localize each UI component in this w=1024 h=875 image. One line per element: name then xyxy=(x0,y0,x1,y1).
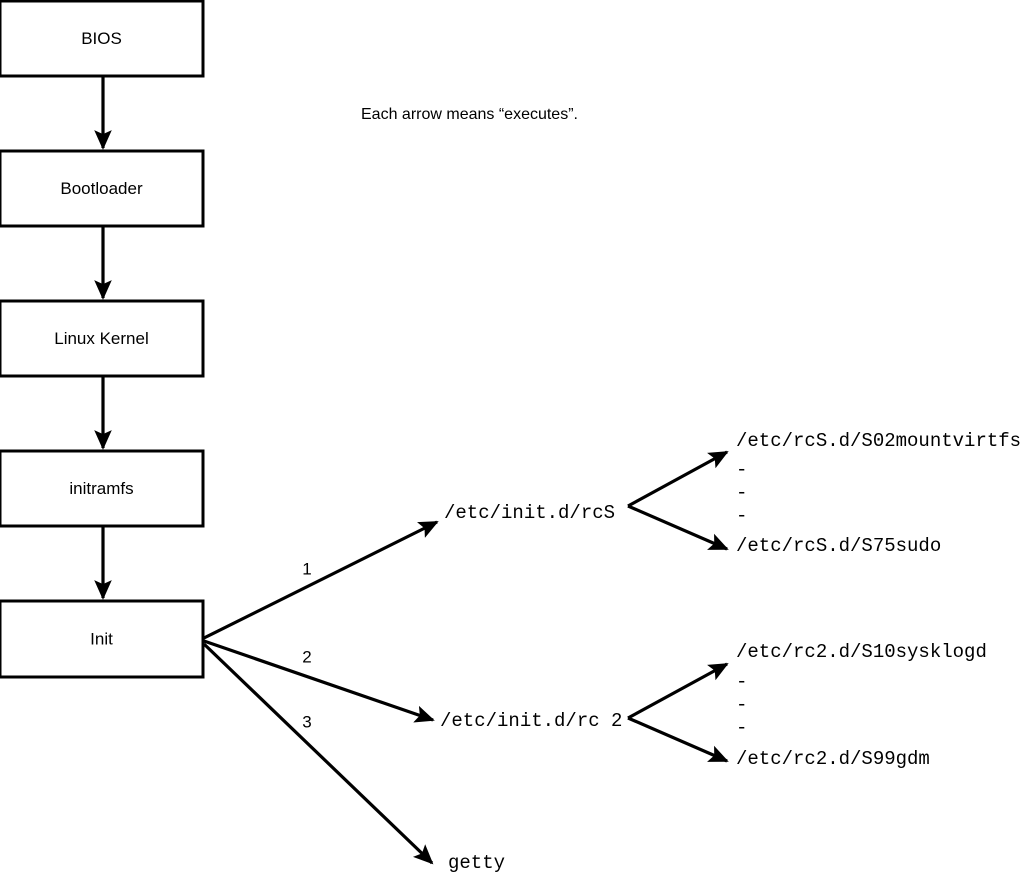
box-bios[interactable]: BIOS xyxy=(0,0,205,78)
script-fanouts: /etc/rcS.d/S02mountvirtfs/etc/rcS.d/S75s… xyxy=(627,430,1021,770)
branch-number-2: 2 xyxy=(302,647,311,666)
rc2-scripts-ellipsis-dash-2: - xyxy=(736,694,747,716)
rcs-scripts: /etc/rcS.d/S02mountvirtfs/etc/rcS.d/S75s… xyxy=(627,430,1021,557)
rcs-scripts-ellipsis-dash-3: - xyxy=(736,505,747,527)
rc2-scripts: /etc/rc2.d/S10sysklogd/etc/rc2.d/S99gdm -… xyxy=(627,641,987,770)
box-bootloader-rect xyxy=(0,149,205,228)
branch-label-rc2[interactable]: /etc/init.d/rc 2 xyxy=(440,710,622,732)
rc2-scripts-ellipsis-dash-3: - xyxy=(736,717,747,739)
branch-label-rcs[interactable]: /etc/init.d/rcS xyxy=(444,502,615,524)
rcs-scripts-ellipsis-dash-1: - xyxy=(736,459,747,481)
box-init[interactable]: Init xyxy=(0,599,205,679)
legend-note: Each arrow means “executes”. xyxy=(361,106,578,123)
box-bootloader[interactable]: Bootloader xyxy=(0,149,205,228)
branch-label-getty[interactable]: getty xyxy=(448,852,505,874)
box-kernel-label: Linux Kernel xyxy=(54,329,149,348)
rcs-scripts-label-first[interactable]: /etc/rcS.d/S02mountvirtfs xyxy=(736,430,1021,452)
box-init-label: Init xyxy=(90,629,113,648)
box-initramfs[interactable]: initramfs xyxy=(0,449,205,528)
branch-number-3: 3 xyxy=(302,712,311,731)
box-bios-rect xyxy=(0,0,205,78)
rcs-scripts-arrow-last xyxy=(627,504,729,551)
box-init-rect xyxy=(0,599,205,679)
rc2-scripts-arrow-first xyxy=(627,662,729,720)
box-bootloader-label: Bootloader xyxy=(60,179,143,198)
box-initramfs-label: initramfs xyxy=(69,479,133,498)
box-kernel-rect xyxy=(0,299,205,378)
rcs-scripts-arrow-first xyxy=(627,450,729,508)
branch-number-1: 1 xyxy=(302,559,311,578)
rc2-scripts-label-first[interactable]: /etc/rc2.d/S10sysklogd xyxy=(736,641,987,663)
branch-arrow-rc2 xyxy=(203,639,435,723)
rcs-scripts-ellipsis-dash-2: - xyxy=(736,482,747,504)
rc2-scripts-ellipsis-dash-1: - xyxy=(736,671,747,693)
rc2-scripts-arrow-last xyxy=(627,716,729,763)
box-bios-label: BIOS xyxy=(81,29,122,48)
branch-arrow-rcs xyxy=(203,520,439,640)
branch-getty: 3 getty xyxy=(202,642,505,874)
branch-arrow-getty xyxy=(202,642,434,865)
box-initramfs-rect xyxy=(0,449,205,528)
rc2-scripts-label-last[interactable]: /etc/rc2.d/S99gdm xyxy=(736,748,930,770)
branch-rcs: 1/etc/init.d/rcS xyxy=(203,502,615,640)
rcs-scripts-label-last[interactable]: /etc/rcS.d/S75sudo xyxy=(736,535,941,557)
box-kernel[interactable]: Linux Kernel xyxy=(0,299,205,378)
branch-rc2: 2/etc/init.d/rc 2 xyxy=(203,639,622,732)
